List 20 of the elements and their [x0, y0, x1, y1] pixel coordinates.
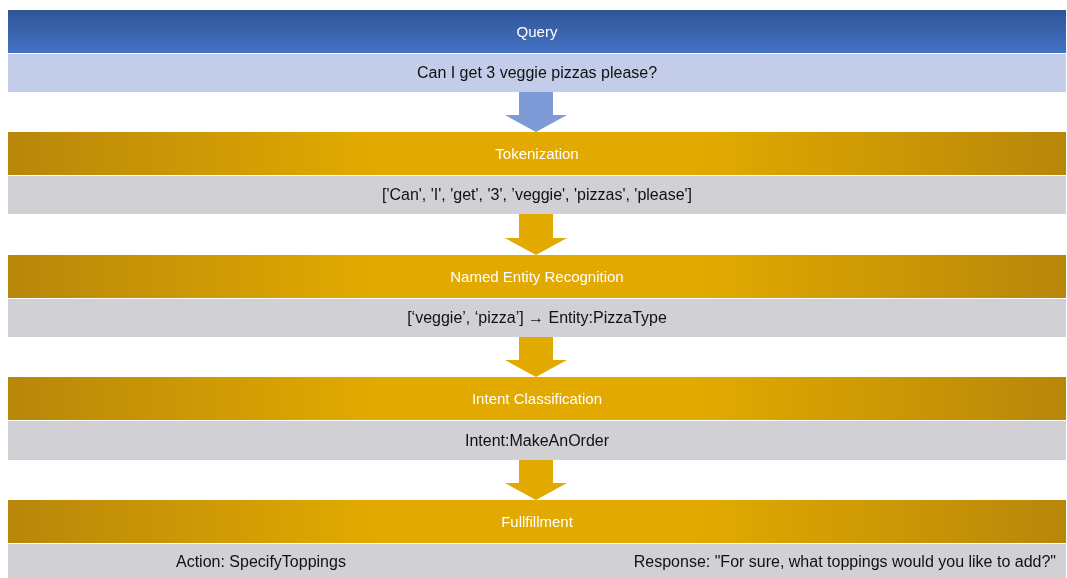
stage-title: Tokenization	[495, 145, 579, 162]
block-arrow	[505, 459, 567, 500]
block-arrow	[505, 91, 567, 132]
stage-title: Intent Classification	[471, 390, 603, 407]
process-stage	[8, 377, 1066, 459]
stage-text: ['Can', 'I', 'get', '3', ’veggie', 'pizzas', 'please']	[381, 186, 693, 204]
stage-text: Intent:MakeAnOrder	[464, 431, 610, 450]
stage-text: Can I get 3 veggie pizzas please?	[416, 64, 658, 82]
process-stage	[8, 10, 1066, 91]
stage-title: Named Entity Recognition	[450, 268, 624, 285]
stage-text: [‘veggie’, ‘pizza’] → Entity:PizzaType	[407, 309, 667, 327]
process-stage	[8, 255, 1066, 336]
block-arrow	[505, 213, 567, 255]
block-arrow	[505, 336, 567, 377]
process-stage	[8, 500, 1066, 578]
stage-title: Query	[516, 23, 558, 40]
stage-title: Fullfillment	[501, 513, 573, 530]
stage-text: Response: "For sure, what toppings would you like to add?"	[633, 552, 1056, 571]
process-stage	[8, 132, 1066, 213]
stage-text: Action: SpecifyToppings	[176, 552, 346, 571]
